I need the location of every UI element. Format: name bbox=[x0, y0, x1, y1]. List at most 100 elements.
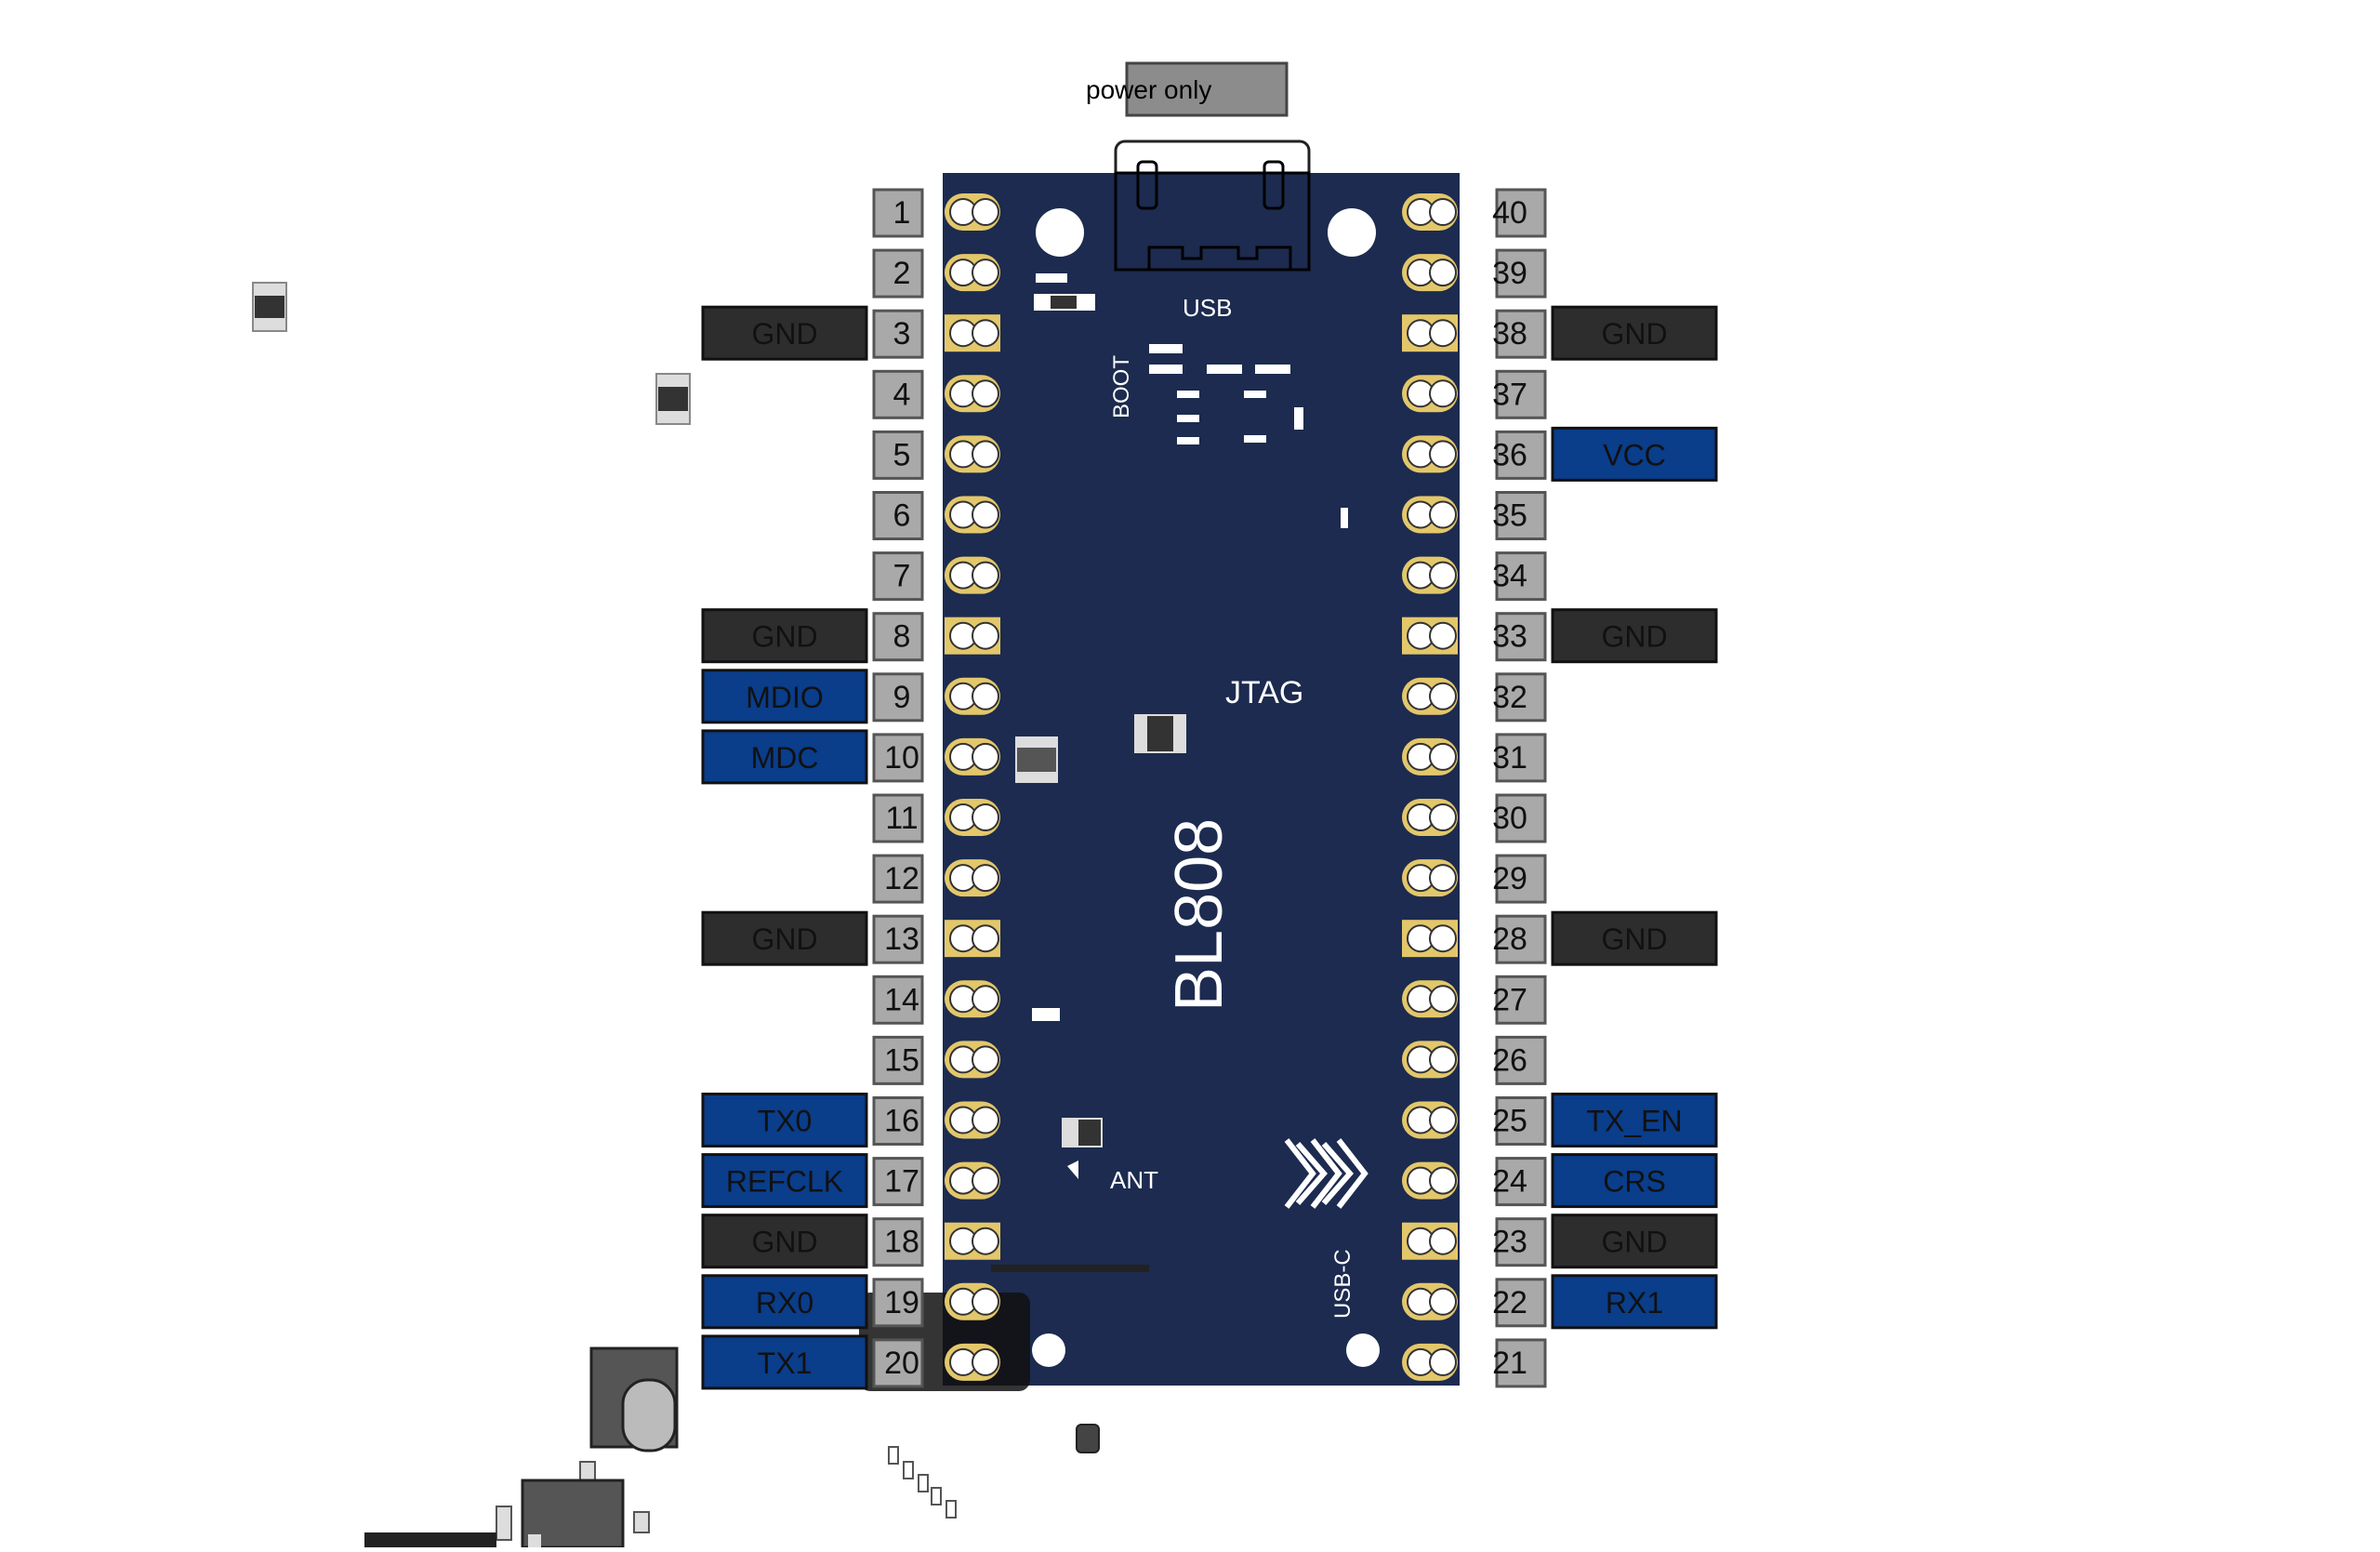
pin-pad bbox=[1402, 1222, 1458, 1260]
pin-number-box bbox=[872, 1096, 924, 1146]
left-pin-2[interactable]: 2 bbox=[872, 248, 1000, 298]
right-pin-30[interactable]: 30 bbox=[1402, 793, 1547, 843]
pin-number: 33 bbox=[1492, 619, 1527, 655]
pin-pad bbox=[945, 617, 1000, 655]
pin-number: 40 bbox=[1492, 195, 1527, 231]
jack-component[interactable] bbox=[364, 1479, 650, 1549]
right-pin-32[interactable]: 32 bbox=[1402, 672, 1547, 723]
pin-pad bbox=[1402, 617, 1458, 655]
pin-signal-label: RX1 bbox=[1606, 1286, 1663, 1320]
left-pin-6[interactable]: 6 bbox=[872, 491, 1000, 540]
pin-signal-tag bbox=[701, 1274, 868, 1330]
pin-number-box bbox=[872, 1217, 924, 1267]
pin-pad bbox=[945, 1222, 1000, 1260]
pin-number: 16 bbox=[884, 1104, 919, 1139]
pin-pad bbox=[945, 1041, 1000, 1079]
left-pin-12[interactable]: 12 bbox=[872, 854, 1000, 904]
left-pin-1[interactable]: 1 bbox=[872, 188, 1000, 238]
pin-pad bbox=[1402, 980, 1458, 1018]
pin-pad bbox=[1402, 737, 1458, 776]
pin-number: 3 bbox=[893, 316, 911, 352]
pin-pad bbox=[1402, 1343, 1458, 1381]
pin-pad bbox=[945, 496, 1000, 534]
pin-number-box bbox=[872, 914, 924, 964]
pin-number: 26 bbox=[1492, 1042, 1527, 1078]
pin-number: 9 bbox=[893, 680, 911, 715]
pin-signal-label: GND bbox=[751, 620, 817, 654]
right-pin-21[interactable]: 21 bbox=[1402, 1338, 1547, 1388]
left-pin-11[interactable]: 11 bbox=[872, 793, 1000, 843]
loose-smd-component-2[interactable] bbox=[655, 373, 691, 425]
pin-pad bbox=[945, 193, 1000, 231]
pin-pad bbox=[1402, 435, 1458, 473]
loose-smd-component-1[interactable] bbox=[252, 282, 287, 332]
pin-number-box bbox=[1495, 975, 1547, 1025]
pin-pad bbox=[1402, 1282, 1458, 1320]
pin-pad bbox=[945, 677, 1000, 715]
pin-pad bbox=[945, 737, 1000, 776]
pin-pad bbox=[1402, 254, 1458, 292]
pin-number-box bbox=[1495, 672, 1547, 723]
pin-pad bbox=[1402, 193, 1458, 231]
pin-signal-label: GND bbox=[1601, 620, 1667, 654]
pin-pad bbox=[1402, 1161, 1458, 1200]
pin-signal-tag bbox=[1551, 1214, 1718, 1269]
right-pin-33[interactable]: 33 GND bbox=[1402, 608, 1718, 664]
right-pin-37[interactable]: 37 bbox=[1402, 369, 1547, 419]
pin-number-box bbox=[872, 369, 924, 419]
left-pin-5[interactable]: 5 bbox=[872, 430, 1000, 480]
right-pin-27[interactable]: 27 bbox=[1402, 975, 1547, 1025]
left-pin-14[interactable]: 14 bbox=[872, 975, 1000, 1025]
right-pin-35[interactable]: 35 bbox=[1402, 491, 1547, 540]
pin-number: 2 bbox=[893, 256, 911, 291]
pin-number: 17 bbox=[884, 1164, 919, 1200]
pin-signal-label: GND bbox=[751, 317, 817, 351]
left-pin-7[interactable]: 7 bbox=[872, 551, 1000, 602]
pin-pad bbox=[945, 1161, 1000, 1200]
pin-number: 4 bbox=[893, 377, 911, 412]
right-pin-34[interactable]: 34 bbox=[1402, 551, 1547, 602]
pin-number: 35 bbox=[1492, 498, 1527, 534]
pin-number: 19 bbox=[884, 1285, 919, 1320]
push-button-component[interactable] bbox=[579, 1346, 679, 1483]
right-pin-39[interactable]: 39 bbox=[1402, 248, 1547, 298]
right-pin-26[interactable]: 26 bbox=[1402, 1035, 1547, 1085]
pin-pad bbox=[1402, 920, 1458, 958]
pin-pad bbox=[1402, 496, 1458, 534]
right-pin-40[interactable]: 40 bbox=[1402, 188, 1547, 238]
right-pin-29[interactable]: 29 bbox=[1402, 854, 1547, 904]
pin-number: 24 bbox=[1492, 1164, 1527, 1200]
pin-signal-label: GND bbox=[1601, 317, 1667, 351]
right-pin-31[interactable]: 31 bbox=[1402, 733, 1547, 783]
left-pin-3[interactable]: 3 GND bbox=[701, 305, 1000, 361]
pin-number-box bbox=[1495, 188, 1547, 238]
pin-signal-tag bbox=[1551, 608, 1718, 664]
pin-signal-tag bbox=[701, 910, 868, 966]
resistor-trail bbox=[888, 1446, 957, 1519]
small-led-component[interactable] bbox=[1076, 1424, 1100, 1453]
pin-signal-label: GND bbox=[751, 1226, 817, 1259]
pin-number-box bbox=[1495, 430, 1547, 480]
left-pin-4[interactable]: 4 bbox=[872, 369, 1000, 419]
pin-number-box bbox=[1495, 854, 1547, 904]
pin-signal-tag bbox=[1551, 305, 1718, 361]
left-pin-15[interactable]: 15 bbox=[872, 1035, 1000, 1085]
pin-pad bbox=[945, 1343, 1000, 1381]
